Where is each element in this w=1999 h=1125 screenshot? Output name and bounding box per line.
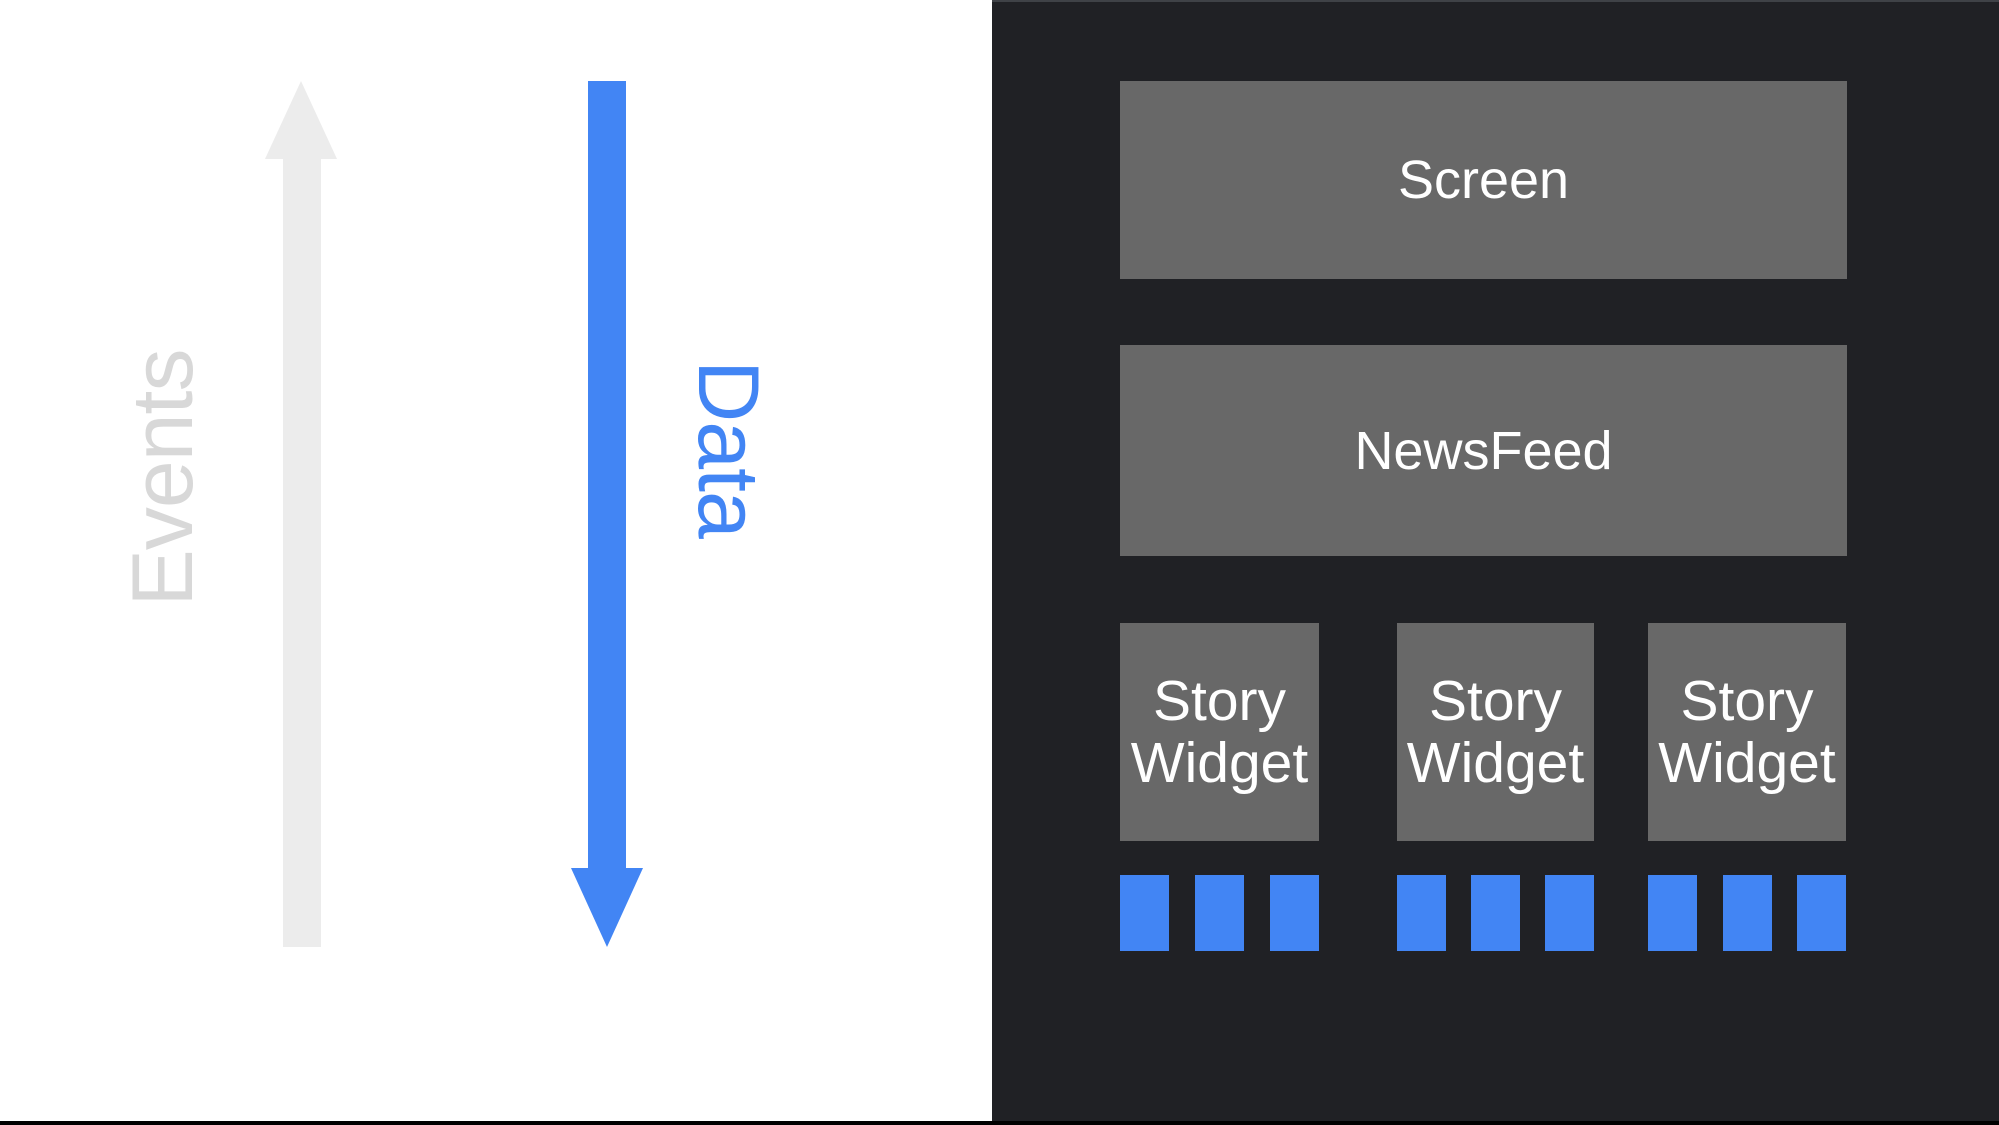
story-data-squares (1397, 875, 1594, 951)
story-data-squares (1120, 875, 1319, 951)
story-widget-group: Story Widget (1120, 623, 1319, 951)
story-data-square (1270, 875, 1319, 951)
story-widget-group: Story Widget (1397, 623, 1594, 951)
story-widget-node: Story Widget (1120, 623, 1319, 841)
story-widget-group: Story Widget (1648, 623, 1846, 951)
story-widget-node: Story Widget (1648, 623, 1846, 841)
story-data-square (1648, 875, 1697, 951)
up-arrow-shaft (283, 159, 321, 947)
story-widget-node: Story Widget (1397, 623, 1594, 841)
up-arrow-head (265, 81, 337, 159)
story-data-square (1797, 875, 1846, 951)
events-flow-label: Events (115, 349, 211, 607)
bottom-edge-line (0, 1121, 1999, 1125)
story-data-square (1722, 875, 1772, 951)
down-arrow-shaft (588, 81, 626, 868)
data-flow-label: Data (680, 360, 776, 538)
story-data-square (1545, 875, 1594, 951)
story-data-square (1471, 875, 1520, 951)
story-data-square (1397, 875, 1446, 951)
down-arrow-head (571, 868, 643, 947)
story-data-square (1120, 875, 1169, 951)
widget-tree-panel: Screen NewsFeed Story Widget Story Widge… (992, 0, 1999, 1125)
story-data-square (1195, 875, 1244, 951)
story-data-squares (1648, 875, 1846, 951)
screen-node: Screen (1120, 81, 1847, 279)
newsfeed-node: NewsFeed (1120, 345, 1847, 556)
